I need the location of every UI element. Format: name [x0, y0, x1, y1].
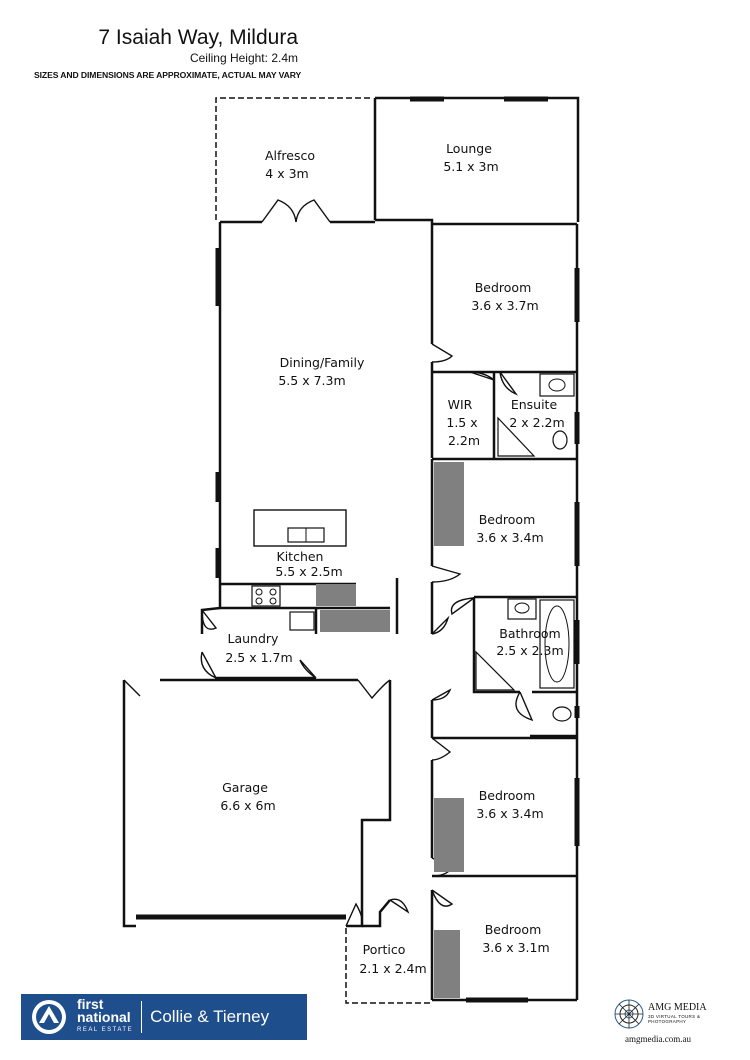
ceiling-height: Ceiling Height: 2.4m — [189, 51, 298, 65]
label-portico-name: Portico — [363, 942, 406, 957]
label-ensuite-dims: 2 x 2.2m — [509, 415, 564, 430]
label-bedroom1-dims: 3.6 x 3.7m — [471, 298, 538, 313]
plan-title: 7 Isaiah Way, Mildura — [98, 26, 298, 49]
label-lounge-name: Lounge — [446, 141, 492, 156]
label-bedroom3-dims: 3.6 x 3.4m — [476, 806, 543, 821]
label-kitchen-dims: 5.5 x 2.5m — [275, 564, 342, 579]
label-kitchen-name: Kitchen — [277, 549, 324, 564]
label-portico-dims: 2.1 x 2.4m — [359, 961, 426, 976]
label-lounge-dims: 5.1 x 3m — [443, 159, 498, 174]
burner-3 — [255, 597, 263, 605]
burner-2 — [269, 588, 277, 596]
door-wir — [469, 371, 495, 381]
laundry-tub — [289, 611, 315, 631]
garage-east-wall — [346, 680, 392, 928]
label-laundry-dims: 2.5 x 1.7m — [225, 650, 292, 665]
bathtub — [539, 599, 575, 689]
label-bedroom3-name: Bedroom — [479, 788, 536, 803]
label-garage-name: Garage — [222, 780, 268, 795]
door-bedroom1 — [431, 343, 454, 363]
door-bedroom2 — [431, 565, 462, 583]
bathtub-inner — [544, 605, 570, 683]
door-front — [389, 898, 410, 914]
agency-mark-icon — [32, 1000, 66, 1034]
label-bathroom-name: Bathroom — [499, 626, 560, 641]
label-ensuite-name: Ensuite — [511, 397, 558, 412]
label-dining-name: Dining/Family — [280, 355, 365, 370]
label-wir-dims-1: 1.5 x — [446, 415, 477, 430]
label-laundry-name: Laundry — [228, 631, 280, 646]
label-bedroom2-dims: 3.6 x 3.4m — [476, 530, 543, 545]
bathroom-wall — [472, 597, 520, 694]
label-bathroom-dims: 2.5 x 2.3m — [496, 643, 563, 658]
label-wir-dims-2: 2.2m — [448, 433, 480, 448]
alfresco-outline — [215, 97, 370, 220]
media-url: amgmedia.com.au — [625, 1034, 691, 1044]
bathroom-shower — [475, 650, 516, 691]
door-laundry-top — [299, 659, 317, 679]
garage-wall — [122, 680, 136, 928]
agency-wordmark: first national REAL ESTATE — [77, 995, 134, 1037]
wc-toilet — [552, 706, 572, 722]
door-wc — [515, 691, 534, 722]
bathroom-basin — [514, 602, 530, 614]
agency-line1: first — [77, 995, 104, 1012]
burner-4 — [269, 597, 277, 605]
media-name: AMG MEDIA — [648, 1002, 707, 1013]
kitchen-island — [253, 509, 347, 547]
door-garage-left — [123, 679, 141, 697]
agency-line2: national — [77, 1008, 131, 1025]
door-hall-2 — [431, 688, 452, 701]
door-hall-1 — [431, 615, 450, 635]
portico-wall — [362, 899, 391, 928]
label-alfresco-name: Alfresco — [265, 148, 315, 163]
ensuite-shower — [497, 416, 536, 457]
burner-1 — [255, 588, 263, 596]
lounge-bottom-wall — [375, 218, 434, 344]
door-hall-bedroom3 — [431, 737, 452, 761]
label-alfresco-dims: 4 x 3m — [265, 166, 308, 181]
door-bathroom — [450, 597, 475, 616]
door-garage-bottom — [345, 902, 364, 927]
agency-line3: REAL ESTATE — [77, 1026, 134, 1033]
label-wir-name: WIR — [448, 397, 473, 412]
wardrobe-bedroom2 — [434, 462, 464, 546]
label-dining-dims: 5.5 x 7.3m — [278, 373, 345, 388]
door-ensuite — [499, 371, 519, 396]
ensuite-vanity — [539, 373, 575, 397]
label-bedroom4-dims: 3.6 x 3.1m — [482, 940, 549, 955]
kitchen-cooktop — [251, 585, 281, 607]
door-bedroom4 — [431, 889, 454, 907]
door-alfresco-left — [261, 199, 297, 223]
label-bedroom4-name: Bedroom — [485, 922, 542, 937]
ensuite-toilet — [552, 430, 568, 450]
wardrobe-bedroom3 — [434, 798, 464, 872]
door-laundry-garage — [200, 651, 218, 680]
portico-outline — [345, 928, 430, 1004]
fridge-space — [316, 584, 356, 606]
agency-logo: first national REAL ESTATE Collie & Tier… — [21, 994, 307, 1040]
mandala-icon — [614, 999, 644, 1029]
door-alfresco-right — [295, 199, 331, 223]
media-logo: AMG MEDIA 3D VIRTUAL TOURS & PHOTOGRAPHY… — [612, 994, 732, 1044]
agency-divider — [141, 1001, 143, 1033]
agency-office: Collie & Tierney — [150, 1007, 270, 1026]
bathroom-vanity — [507, 598, 537, 620]
label-garage-dims: 6.6 x 6m — [220, 798, 275, 813]
wardrobe-bedroom4 — [434, 930, 460, 998]
media-tagline: 3D VIRTUAL TOURS & PHOTOGRAPHY — [648, 1014, 701, 1024]
laundry-bench — [320, 610, 390, 632]
label-bedroom2-name: Bedroom — [479, 512, 536, 527]
label-bedroom1-name: Bedroom — [475, 280, 532, 295]
door-laundry-dining — [201, 609, 218, 630]
disclaimer: SIZES AND DIMENSIONS ARE APPROXIMATE, AC… — [34, 70, 302, 80]
door-garage-top — [357, 679, 391, 700]
ensuite-basin — [548, 378, 566, 392]
